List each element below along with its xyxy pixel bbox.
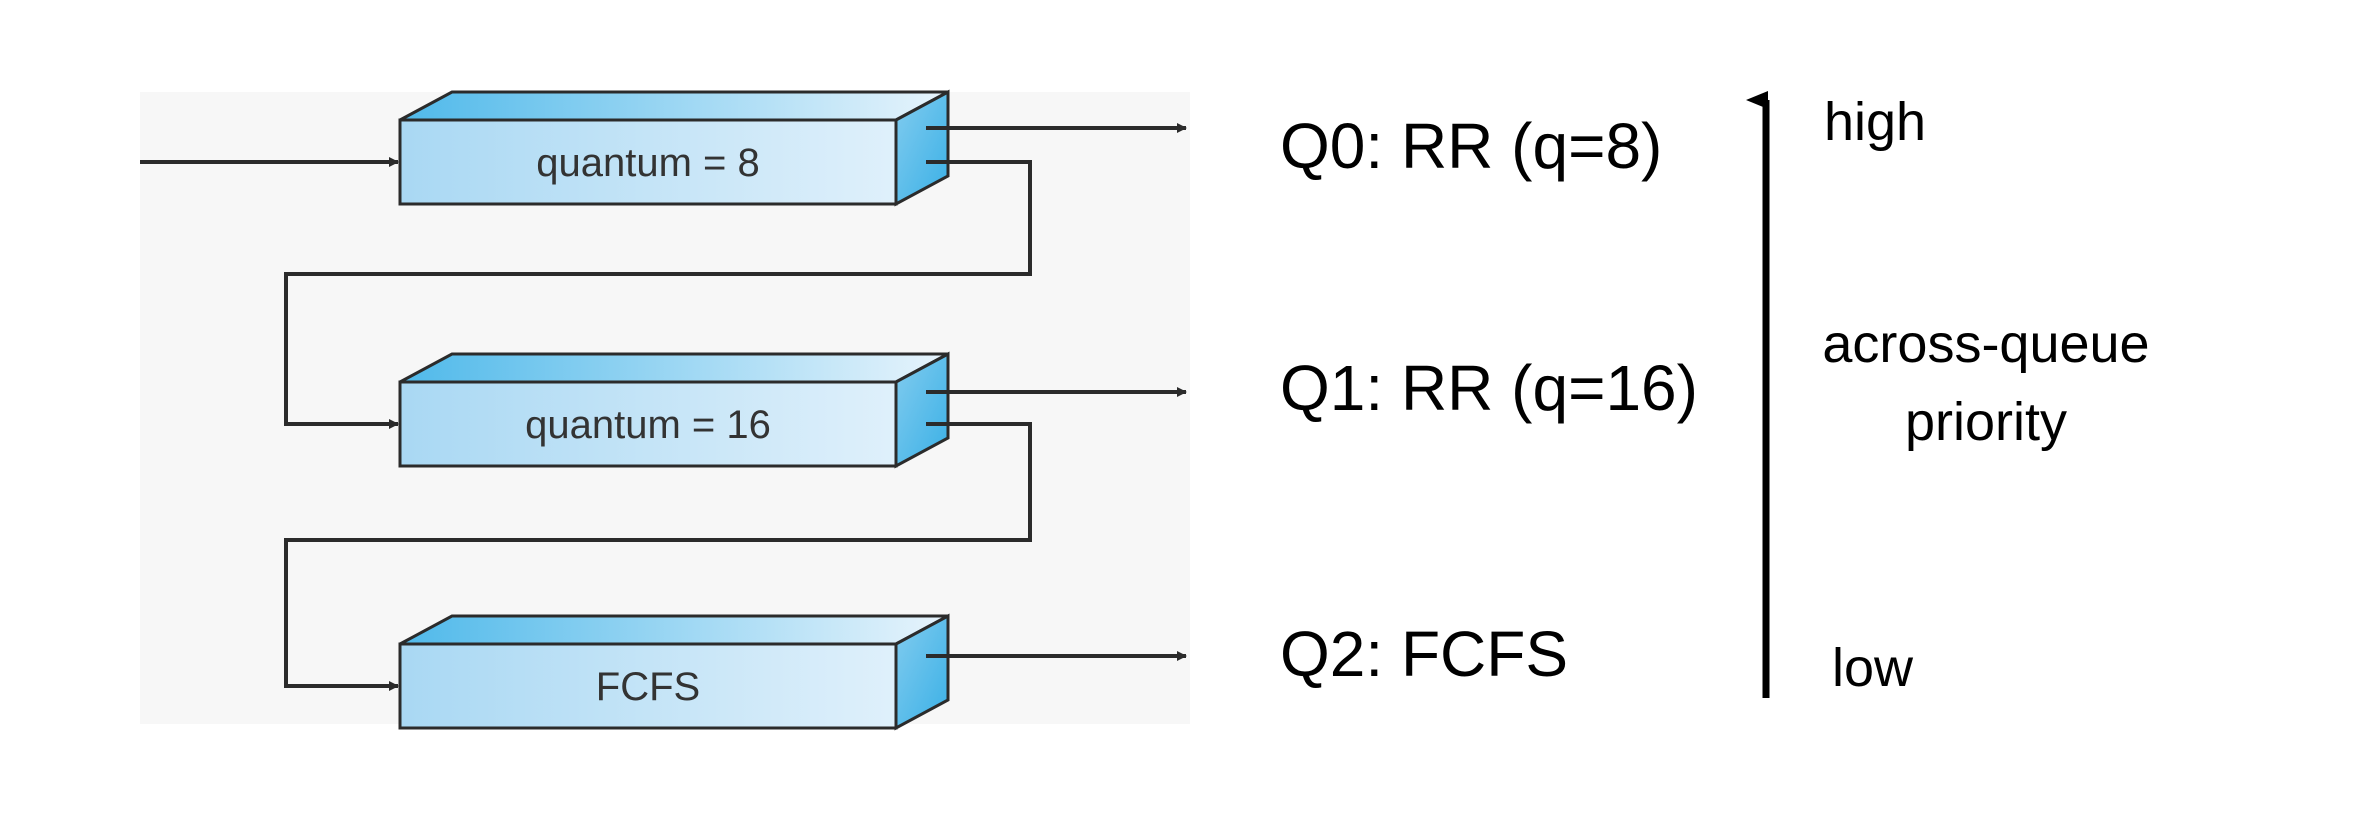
queue-box-0-front (398, 118, 898, 206)
queue-box-0: quantum = 8 (398, 89, 950, 207)
queue-box-1-top (399, 352, 949, 384)
queue-box-1-front (398, 380, 898, 468)
queue-1-label: Q1: RR (q=16) (1280, 352, 1698, 424)
queue-box-1: quantum = 16 (398, 351, 950, 469)
queue-1-demotion-path (284, 422, 1032, 691)
queue-box-1-label: quantum = 16 (525, 403, 771, 447)
queue-0-label: Q0: RR (q=8) (1280, 110, 1662, 182)
priority-low-label: low (1832, 638, 1914, 698)
queue-box-0-label: quantum = 8 (536, 141, 760, 185)
queue-2-label: Q2: FCFS (1280, 618, 1568, 690)
queue-0-demotion-path (284, 160, 1032, 429)
queue-box-0-top (399, 90, 949, 122)
priority-caption-line2: priority (1905, 392, 2067, 452)
queue-box-2-top (399, 614, 949, 646)
queue-box-2-front (398, 642, 898, 730)
priority-high-label: high (1824, 92, 1926, 152)
queue-box-2-label: FCFS (596, 665, 700, 709)
priority-caption-line1: across-queue (1822, 314, 2149, 374)
queue-box-2: FCFS (398, 613, 950, 731)
